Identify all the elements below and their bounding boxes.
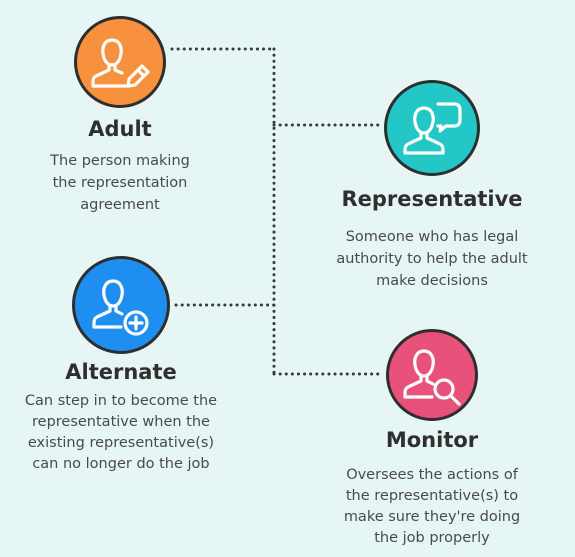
monitor-description-line: Oversees the actions of	[346, 467, 518, 483]
monitor-description: Oversees the actions of the representati…	[344, 465, 520, 549]
representative-description: Someone who has legal authority to help …	[336, 226, 527, 292]
alternate-description-line: representative when the	[32, 414, 210, 430]
adult-title: Adult	[88, 117, 152, 141]
adult-circle	[74, 16, 166, 108]
representative-description-line: authority to help the adult	[336, 251, 528, 267]
alternate-description-line: can no longer do the job	[32, 456, 210, 472]
role-alternate: Alternate Can step in to become the repr…	[15, 256, 227, 475]
monitor-circle	[386, 329, 478, 421]
monitor-description-line: the job properly	[374, 530, 490, 546]
monitor-title: Monitor	[385, 428, 479, 452]
representative-description-line: Someone who has legal	[345, 229, 519, 245]
alternate-title: Alternate	[65, 360, 177, 384]
monitor-description-line: make sure they're doing	[343, 509, 521, 525]
alternate-description-line: existing representative(s)	[27, 435, 215, 451]
person-speech-bubble-icon	[403, 102, 462, 155]
adult-description-line: the representation	[52, 175, 188, 191]
person-plus-icon	[92, 279, 149, 336]
monitor-description-line: the representative(s) to	[345, 488, 519, 504]
adult-description: The person making the representation agr…	[50, 150, 190, 216]
representative-circle	[384, 80, 480, 176]
alternate-circle	[72, 256, 170, 354]
role-adult: Adult The person making the representati…	[20, 16, 220, 216]
role-representative: Representative Someone who has legal aut…	[318, 80, 546, 292]
representative-description-line: make decisions	[376, 273, 488, 289]
role-monitor: Monitor Oversees the actions of the repr…	[326, 329, 538, 549]
person-magnifier-icon	[403, 349, 461, 406]
adult-description-line: The person making	[50, 153, 190, 169]
alternate-description: Can step in to become the representative…	[25, 391, 217, 475]
representative-title: Representative	[341, 187, 523, 211]
person-pencil-icon	[91, 38, 150, 88]
alternate-description-line: Can step in to become the	[24, 393, 218, 409]
adult-description-line: agreement	[80, 197, 160, 213]
